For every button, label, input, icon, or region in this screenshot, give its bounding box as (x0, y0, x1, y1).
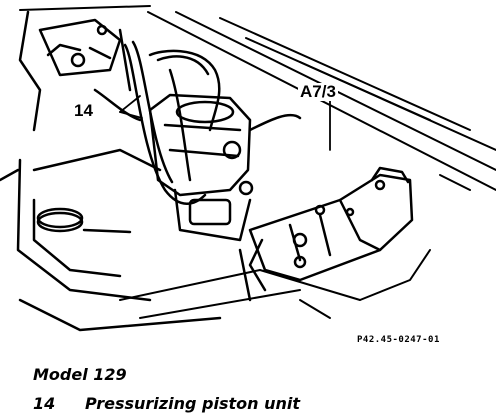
control-unit (238, 166, 414, 302)
legend-label: Pressurizing piston unit (85, 394, 300, 413)
callout-a7-3: A7/3 (298, 82, 338, 101)
model-title: Model 129 (33, 365, 127, 384)
body-panel-lines (19, 5, 496, 191)
engine-block (0, 10, 222, 332)
piston-unit (148, 93, 254, 242)
leader-lines (119, 95, 331, 151)
lower-panel (119, 249, 431, 319)
callout-14: 14 (72, 101, 95, 120)
figure-reference-code: P42.45-0247-01 (357, 335, 440, 345)
hoses (93, 28, 302, 205)
legend-number: 14 (33, 394, 56, 413)
